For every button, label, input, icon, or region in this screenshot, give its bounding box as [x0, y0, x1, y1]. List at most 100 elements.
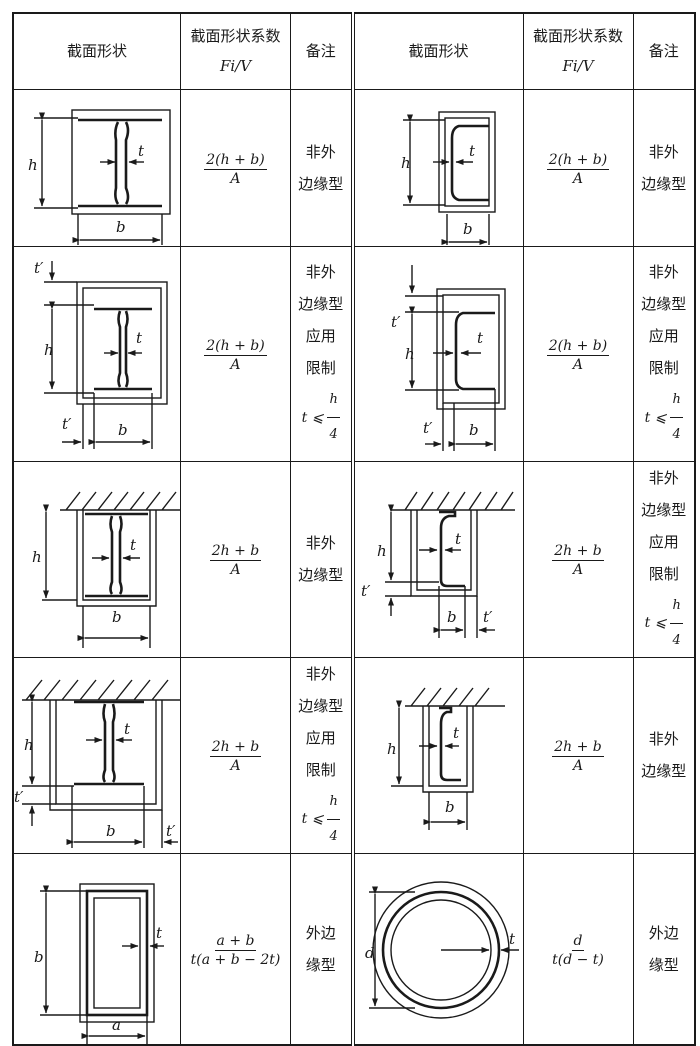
formula-numerator: 2h + b: [552, 739, 604, 757]
note-line: 应用: [648, 532, 679, 551]
label-t: t: [509, 930, 516, 948]
label-b: b: [463, 220, 473, 238]
note-line: 非外: [648, 468, 679, 487]
formula-denominator: A: [572, 562, 584, 578]
i-beam-three-side-diagram: h t b: [12, 460, 181, 658]
formula-denominator: A: [572, 758, 584, 774]
header-factor-title-2: 截面形状系数: [532, 27, 623, 46]
note-line: 边缘型: [641, 500, 687, 519]
limit-lhs: t ⩽: [644, 615, 667, 631]
label-h: h: [32, 548, 42, 566]
formula-numerator: 2h + b: [209, 739, 262, 757]
note-line: 外边: [648, 923, 679, 942]
formula-cell: 2(h + b)A: [522, 245, 634, 462]
table-row: h t b 2(h + b)A 非外边缘型 h t b 2(h: [12, 88, 696, 247]
hollow-circle-diagram: d t: [350, 852, 524, 1046]
note-line: 非外: [305, 534, 336, 552]
channel-three-side-small-diagram: h t b: [350, 656, 524, 854]
label-t-prime: t′: [34, 259, 44, 277]
limit-numerator: h: [327, 786, 340, 820]
label-t-prime: t′: [391, 313, 401, 331]
label-b: b: [469, 421, 479, 439]
formula-denominator: A: [230, 758, 241, 774]
note-line: 限制: [305, 760, 336, 779]
formula-cell: 2(h + b)A: [180, 88, 291, 247]
header-factor-title: 截面形状系数: [190, 27, 281, 46]
header-shape-2: 截面形状: [350, 12, 524, 90]
i-beam-box-gap-diagram: t′ h t t′ b: [12, 245, 181, 462]
formula-numerator: d: [571, 932, 585, 951]
label-t-prime: t′: [423, 419, 433, 437]
formula-numerator: 2(h + b): [546, 151, 610, 170]
label-t-prime: t′: [166, 822, 176, 840]
note-line: 非外: [305, 664, 336, 683]
note-line: 边缘型: [298, 174, 344, 193]
limit-denominator: 4: [672, 632, 681, 648]
formula-cell: 2(h + b)A: [180, 245, 291, 462]
label-h: h: [44, 341, 54, 359]
formula-denominator: A: [230, 562, 241, 578]
limit-denominator: 4: [329, 828, 338, 844]
formula-numerator: 2h + b: [552, 543, 604, 561]
label-h: h: [405, 345, 415, 363]
note-line: 非外: [648, 263, 679, 281]
note-line: 边缘型: [298, 295, 344, 313]
limit-denominator: 4: [329, 427, 338, 442]
note-line: 缘型: [305, 955, 336, 974]
note-line: 边缘型: [641, 762, 687, 780]
label-b: b: [112, 608, 122, 626]
channel-four-side-diagram: h t b: [350, 88, 524, 247]
label-t: t: [130, 536, 137, 554]
channel-box-gap-diagram: t′ h t t′ b: [350, 245, 524, 462]
label-h: h: [401, 154, 411, 172]
formula-numerator: a + b: [214, 932, 257, 951]
label-t: t: [138, 142, 145, 160]
limit-condition: t ⩽h 4: [645, 384, 683, 451]
note-line: 边缘型: [641, 295, 687, 313]
formula-denominator: A: [572, 356, 584, 373]
header-factor-symbol-2: Fi/V: [562, 57, 594, 76]
label-t: t: [156, 924, 163, 942]
label-t-prime: t′: [14, 788, 24, 806]
label-b: b: [106, 822, 116, 840]
label-d: d: [365, 944, 375, 962]
label-b: b: [116, 218, 126, 236]
label-t: t: [136, 329, 143, 347]
label-h: h: [377, 542, 387, 560]
label-t-prime: t′: [361, 582, 371, 600]
formula-cell: 2(h + b)A: [522, 88, 634, 247]
note-cell: 非外边缘型: [632, 88, 696, 247]
label-h: h: [24, 736, 34, 754]
hollow-rectangle-diagram: b t a: [12, 852, 181, 1046]
limit-lhs: t ⩽: [644, 409, 667, 426]
label-t: t: [455, 530, 462, 548]
limit-lhs: t ⩽: [301, 409, 324, 426]
note-line: 非外: [305, 263, 336, 281]
label-a: a: [112, 1016, 121, 1034]
label-h: h: [387, 740, 397, 758]
note-line: 应用: [648, 327, 679, 345]
note-line: 非外: [305, 142, 336, 161]
formula-numerator: 2(h + b): [204, 151, 267, 170]
note-line: 非外: [648, 730, 679, 748]
formula-numerator: 2(h + b): [546, 337, 610, 356]
note-cell: 外边缘型: [632, 852, 696, 1046]
limit-denominator: 4: [672, 427, 681, 442]
note-line: 限制: [648, 359, 679, 377]
note-line: 限制: [305, 359, 336, 377]
limit-numerator: h: [670, 384, 683, 418]
formula-numerator: 2h + b: [209, 543, 262, 561]
label-h: h: [28, 156, 38, 174]
